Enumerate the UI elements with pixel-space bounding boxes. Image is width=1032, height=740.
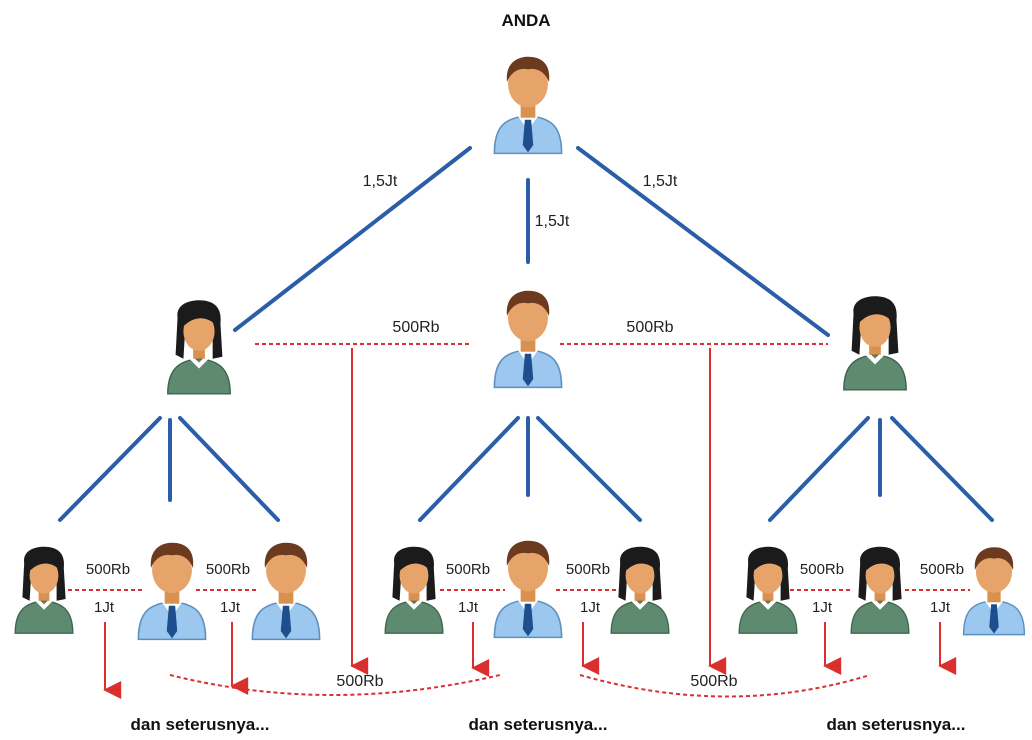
top-label: ANDA — [501, 11, 550, 30]
red-arrows — [103, 348, 957, 699]
tree-lines — [58, 146, 994, 522]
person-l1-center-man-icon — [493, 289, 563, 389]
person-l1-right-woman-icon — [842, 295, 908, 391]
person-l2-a-woman-icon — [14, 545, 74, 635]
jt-label-l1: 1Jt — [94, 599, 115, 616]
jt-label-r2: 1Jt — [930, 599, 951, 616]
arc-right — [579, 674, 871, 698]
cross-label-bottom-mid-1: 500Rb — [446, 561, 490, 578]
cross-label-bottom-right-2: 500Rb — [920, 561, 964, 578]
edge-left-a — [58, 416, 162, 522]
arc-left — [169, 674, 501, 696]
labels: ANDA 1,5Jt 1,5Jt 1,5Jt 500Rb 500Rb 500Rb… — [86, 11, 966, 734]
cross-label-bottom-mid-2: 500Rb — [566, 561, 610, 578]
cross-label-bottom-left-2: 500Rb — [206, 561, 250, 578]
edge-right-a — [768, 416, 870, 522]
person-l2-g-woman-icon — [738, 545, 798, 635]
person-l2-i-man-icon — [962, 546, 1026, 636]
person-l1-left-woman-icon — [166, 299, 232, 395]
cross-label-bottom-right-1: 500Rb — [800, 561, 844, 578]
edge-label-top-center: 1,5Jt — [535, 213, 570, 230]
edge-center-c — [536, 416, 642, 522]
footer-right: dan seterusnya... — [827, 715, 966, 734]
cross-label-bottom-left-1: 500Rb — [86, 561, 130, 578]
arc-label-right: 500Rb — [690, 673, 737, 690]
footer-center: dan seterusnya... — [469, 715, 608, 734]
edge-label-top-left: 1,5Jt — [363, 173, 398, 190]
people — [14, 55, 1026, 641]
jt-label-m1: 1Jt — [458, 599, 479, 616]
person-l2-d-woman-icon — [384, 545, 444, 635]
edge-right-c — [890, 416, 994, 522]
person-l2-b-man-icon — [137, 541, 207, 641]
jt-label-l2: 1Jt — [220, 599, 241, 616]
edge-root-left — [233, 146, 472, 332]
person-l2-h-woman-icon — [850, 545, 910, 635]
edge-root-right — [576, 146, 830, 337]
footer-left: dan seterusnya... — [131, 715, 270, 734]
person-l2-f-woman-icon — [610, 545, 670, 635]
edge-center-a — [418, 416, 520, 522]
person-l2-c-man-icon — [251, 541, 321, 641]
cross-label-mid-right: 500Rb — [626, 319, 673, 336]
arc-label-left: 500Rb — [336, 673, 383, 690]
edge-label-top-right: 1,5Jt — [643, 173, 678, 190]
cross-links — [68, 343, 970, 698]
cross-label-mid-left: 500Rb — [392, 319, 439, 336]
jt-label-r1: 1Jt — [812, 599, 833, 616]
person-root-man-icon — [493, 55, 563, 155]
jt-label-m2: 1Jt — [580, 599, 601, 616]
edge-left-c — [178, 416, 280, 522]
